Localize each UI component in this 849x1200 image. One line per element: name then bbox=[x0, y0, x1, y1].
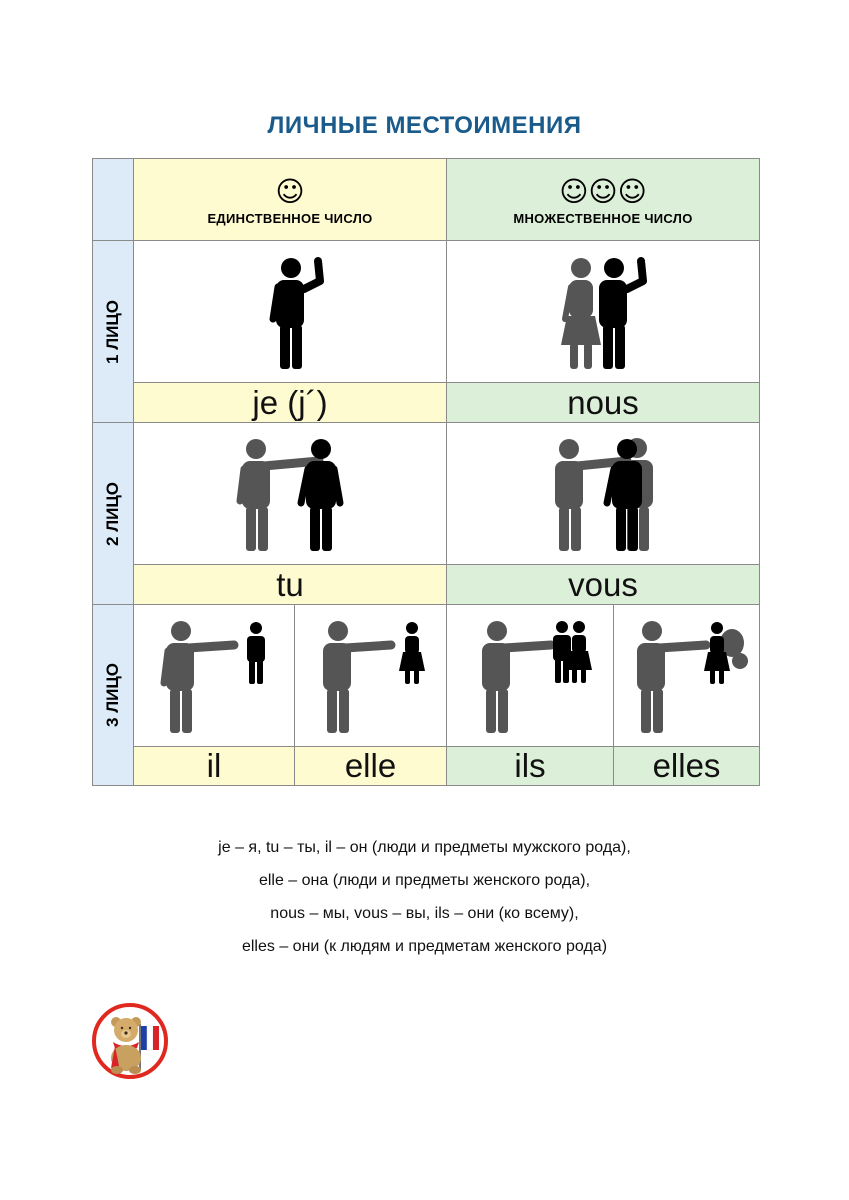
header-singular-label: ЕДИНСТВЕННОЕ ЧИСЛО bbox=[207, 211, 373, 226]
pronoun-ils: ils bbox=[446, 746, 614, 786]
header-plural-label: МНОЖЕСТВЕННОЕ ЧИСЛО bbox=[513, 211, 693, 226]
page-title: ЛИЧНЫЕ МЕСТОИМЕНИЯ bbox=[267, 112, 582, 139]
note-line: elles – они (к людям и предметам женског… bbox=[241, 938, 608, 955]
row-label-second: 2 ЛИЦО bbox=[92, 422, 134, 605]
image-il bbox=[133, 604, 295, 747]
image-nous bbox=[446, 240, 760, 383]
image-elles bbox=[613, 604, 760, 747]
image-tu bbox=[133, 422, 447, 565]
pronoun-tu: tu bbox=[133, 564, 447, 605]
row-label-first: 1 ЛИЦО bbox=[92, 240, 134, 423]
notes: je – я, tu – ты, il – он (люди и предмет… bbox=[0, 838, 849, 970]
pointing-at-women-icon bbox=[637, 621, 748, 733]
note-line: elle – она (люди и предметы женского род… bbox=[258, 872, 591, 889]
image-elle bbox=[294, 604, 447, 747]
pronoun-il: il bbox=[133, 746, 295, 786]
smiley-icon: ☺☺☺ bbox=[559, 175, 647, 208]
corner-cell bbox=[92, 158, 134, 241]
person-label: 2 ЛИЦО bbox=[103, 481, 122, 546]
pointing-at-woman-icon bbox=[323, 621, 425, 733]
person-waving-icon bbox=[269, 257, 324, 369]
french-flag-icon bbox=[139, 1024, 159, 1070]
header-singular: ☺ ЕДИНСТВЕННОЕ ЧИСЛО bbox=[133, 158, 447, 241]
person-label: 3 ЛИЦО bbox=[103, 663, 122, 727]
teddy-bear-logo bbox=[92, 1003, 168, 1079]
pronoun-je: je (j´) bbox=[133, 382, 447, 423]
row-label-third: 3 ЛИЦО bbox=[92, 604, 134, 786]
smiley-icon: ☺ bbox=[275, 175, 305, 208]
pointing-at-man-icon bbox=[160, 621, 265, 733]
pronoun-nous: nous bbox=[446, 382, 760, 423]
image-je bbox=[133, 240, 447, 383]
pronoun-elles: elles bbox=[613, 746, 760, 786]
note-line: nous – мы, vous – вы, ils – они (ко всем… bbox=[270, 905, 579, 922]
header-plural: ☺☺☺ МНОЖЕСТВЕННОЕ ЧИСЛО bbox=[446, 158, 760, 241]
image-ils bbox=[446, 604, 614, 747]
pointing-at-mixed-group-icon bbox=[482, 621, 592, 733]
group-waving-icon bbox=[561, 257, 647, 369]
pronoun-vous: vous bbox=[446, 564, 760, 605]
note-line: je – я, tu – ты, il – он (люди и предмет… bbox=[218, 839, 631, 856]
image-vous bbox=[446, 422, 760, 565]
person-label: 1 ЛИЦО bbox=[103, 299, 122, 364]
pronoun-elle: elle bbox=[294, 746, 447, 786]
pronoun-table: ☺ ЕДИНСТВЕННОЕ ЧИСЛО ☺☺☺ МНОЖЕСТВЕННОЕ Ч… bbox=[92, 158, 760, 786]
person-pointing-at-person-icon bbox=[236, 439, 344, 551]
person-pointing-at-group-icon bbox=[555, 438, 653, 551]
